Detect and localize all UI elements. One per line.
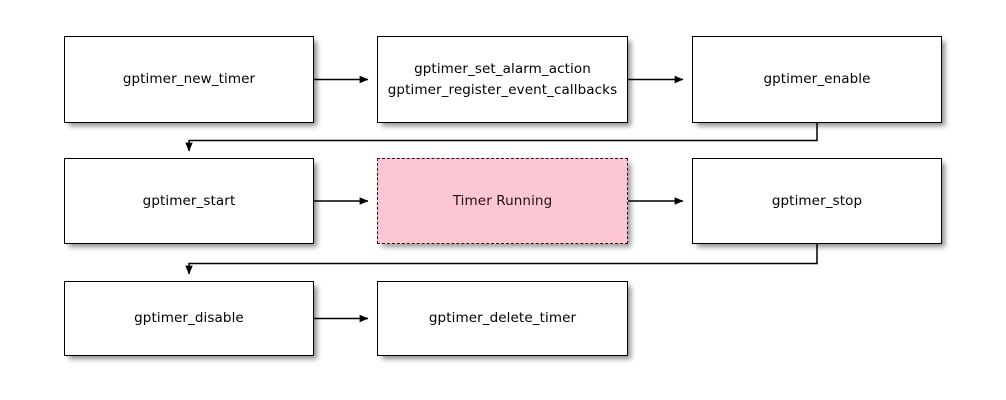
node-gptimer-stop[interactable]: gptimer_stop [692,158,942,244]
node-gptimer-new-timer[interactable]: gptimer_new_timer [64,36,314,123]
node-gptimer-start[interactable]: gptimer_start [64,158,314,244]
node-label-line-2: gptimer_register_event_callbacks [387,81,618,98]
node-label-line-1: gptimer_set_alarm_action [414,60,591,77]
node-gptimer-enable[interactable]: gptimer_enable [692,36,942,123]
node-label: Timer Running [452,192,553,209]
node-label: gptimer_stop [771,192,863,209]
node-timer-running[interactable]: Timer Running [377,158,628,244]
node-gptimer-configure[interactable]: gptimer_set_alarm_action gptimer_registe… [377,36,628,123]
node-label: gptimer_start [142,192,236,209]
node-label: gptimer_disable [134,310,244,327]
node-label: gptimer_enable [763,71,871,88]
node-label: gptimer_delete_timer [428,310,577,327]
node-label: gptimer_new_timer [122,71,256,88]
node-gptimer-disable[interactable]: gptimer_disable [64,281,314,356]
edge-enable-to-start [185,123,818,152]
node-gptimer-delete-timer[interactable]: gptimer_delete_timer [377,281,628,356]
edge-stop-to-disable [185,244,818,275]
